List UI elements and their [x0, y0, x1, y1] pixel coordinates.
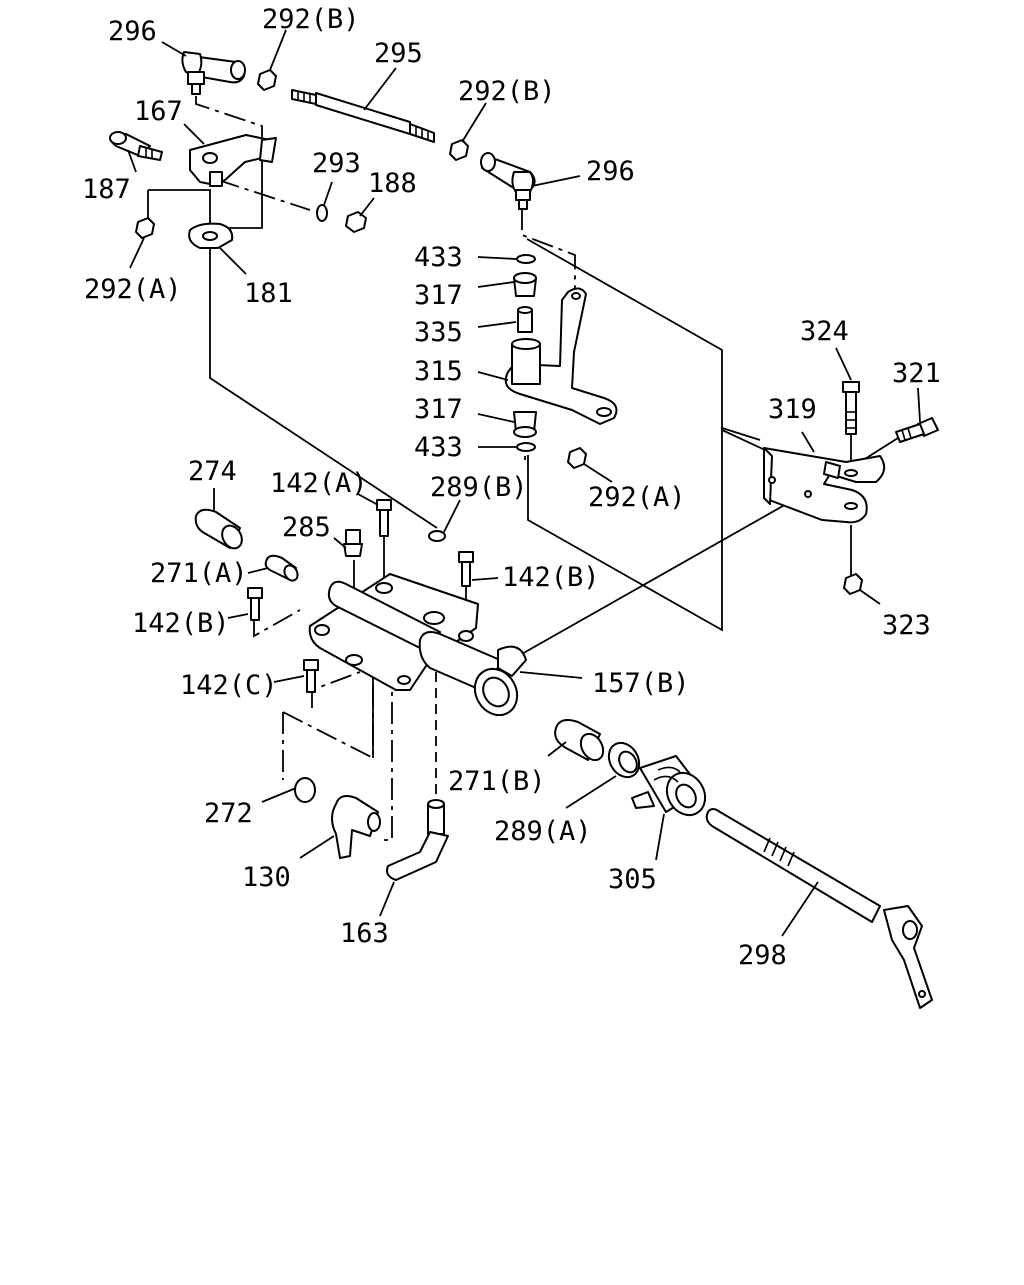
bracket-319 [763, 447, 886, 524]
washer-293 [316, 204, 328, 222]
collar-335 [517, 306, 533, 333]
bolt-142a [376, 499, 392, 537]
callout-317-top: 317 [414, 280, 463, 311]
callout-315: 315 [414, 356, 463, 387]
callout-296-right: 296 [586, 156, 635, 187]
callout-187: 187 [82, 174, 131, 205]
callout-295: 295 [374, 38, 423, 69]
pin-187 [109, 131, 163, 161]
callout-298: 298 [738, 940, 787, 971]
nut-292a-right [567, 447, 587, 469]
callout-319: 319 [768, 394, 817, 425]
arm-315 [504, 287, 618, 425]
nut-292a-left [135, 217, 155, 239]
callout-433-top: 433 [414, 242, 463, 273]
callout-167: 167 [134, 96, 183, 127]
callout-142a: 142(A) [270, 468, 368, 499]
o-ring-433-top [516, 254, 536, 264]
callout-285: 285 [282, 512, 331, 543]
bush-271a [264, 554, 299, 582]
callout-271a: 271(A) [150, 558, 248, 589]
callout-323: 323 [882, 610, 931, 641]
snap-ring-272 [294, 777, 316, 803]
bolt-321 [895, 417, 939, 443]
lever-163 [386, 799, 449, 881]
plate-181 [188, 222, 234, 249]
callout-142b-left: 142(B) [132, 608, 230, 639]
bush-271b [554, 719, 605, 762]
housing-157b [308, 573, 527, 717]
callout-292b-top-right: 292(B) [458, 76, 556, 107]
nut-188 [345, 211, 367, 233]
leader-lines [127, 29, 921, 937]
callout-labels: 296 292(B) 295 292(B) 167 187 293 188 29… [82, 4, 941, 971]
o-ring-433-bottom [516, 442, 536, 452]
callout-274: 274 [188, 456, 237, 487]
lever-130 [331, 795, 381, 859]
nut-292b-right [449, 139, 469, 161]
ball-joint-296-left [181, 51, 246, 95]
callout-292a-left: 292(A) [84, 274, 182, 305]
callout-335: 335 [414, 317, 463, 348]
bolt-142b-left [247, 587, 263, 621]
bolt-142b-right [458, 551, 474, 587]
callout-271b: 271(B) [448, 766, 546, 797]
callout-289a: 289(A) [494, 816, 592, 847]
callout-293: 293 [312, 148, 361, 179]
callout-317-bottom: 317 [414, 394, 463, 425]
callout-130: 130 [242, 862, 291, 893]
washer-289b [428, 530, 446, 542]
boot-305 [631, 755, 707, 817]
callout-433-bottom: 433 [414, 432, 463, 463]
callout-292b-top-left: 292(B) [262, 4, 360, 35]
callout-188: 188 [368, 168, 417, 199]
rod-295 [291, 89, 435, 143]
nut-292b-left [257, 69, 277, 91]
callout-272: 272 [204, 798, 253, 829]
callout-292a-right: 292(A) [588, 482, 686, 513]
nut-323 [843, 573, 863, 595]
lever-167 [189, 134, 277, 187]
callout-142c: 142(C) [180, 670, 278, 701]
bush-274 [194, 508, 243, 550]
bolt-324 [842, 381, 860, 435]
callout-296-left: 296 [108, 16, 157, 47]
callout-324: 324 [800, 316, 849, 347]
callout-157b: 157(B) [592, 668, 690, 699]
callout-289b: 289(B) [430, 472, 528, 503]
callout-163: 163 [340, 918, 389, 949]
callout-321: 321 [892, 358, 941, 389]
seal-289a [607, 741, 641, 779]
grease-nipple-285 [343, 529, 363, 557]
shaft-298 [705, 808, 933, 1009]
callout-305: 305 [608, 864, 657, 895]
callout-181: 181 [244, 278, 293, 309]
bush-317-top [513, 272, 537, 297]
ball-joint-296-right [480, 152, 536, 210]
callout-142b-right: 142(B) [502, 562, 600, 593]
bolt-142c [303, 659, 319, 693]
bush-317-bottom [513, 411, 537, 438]
